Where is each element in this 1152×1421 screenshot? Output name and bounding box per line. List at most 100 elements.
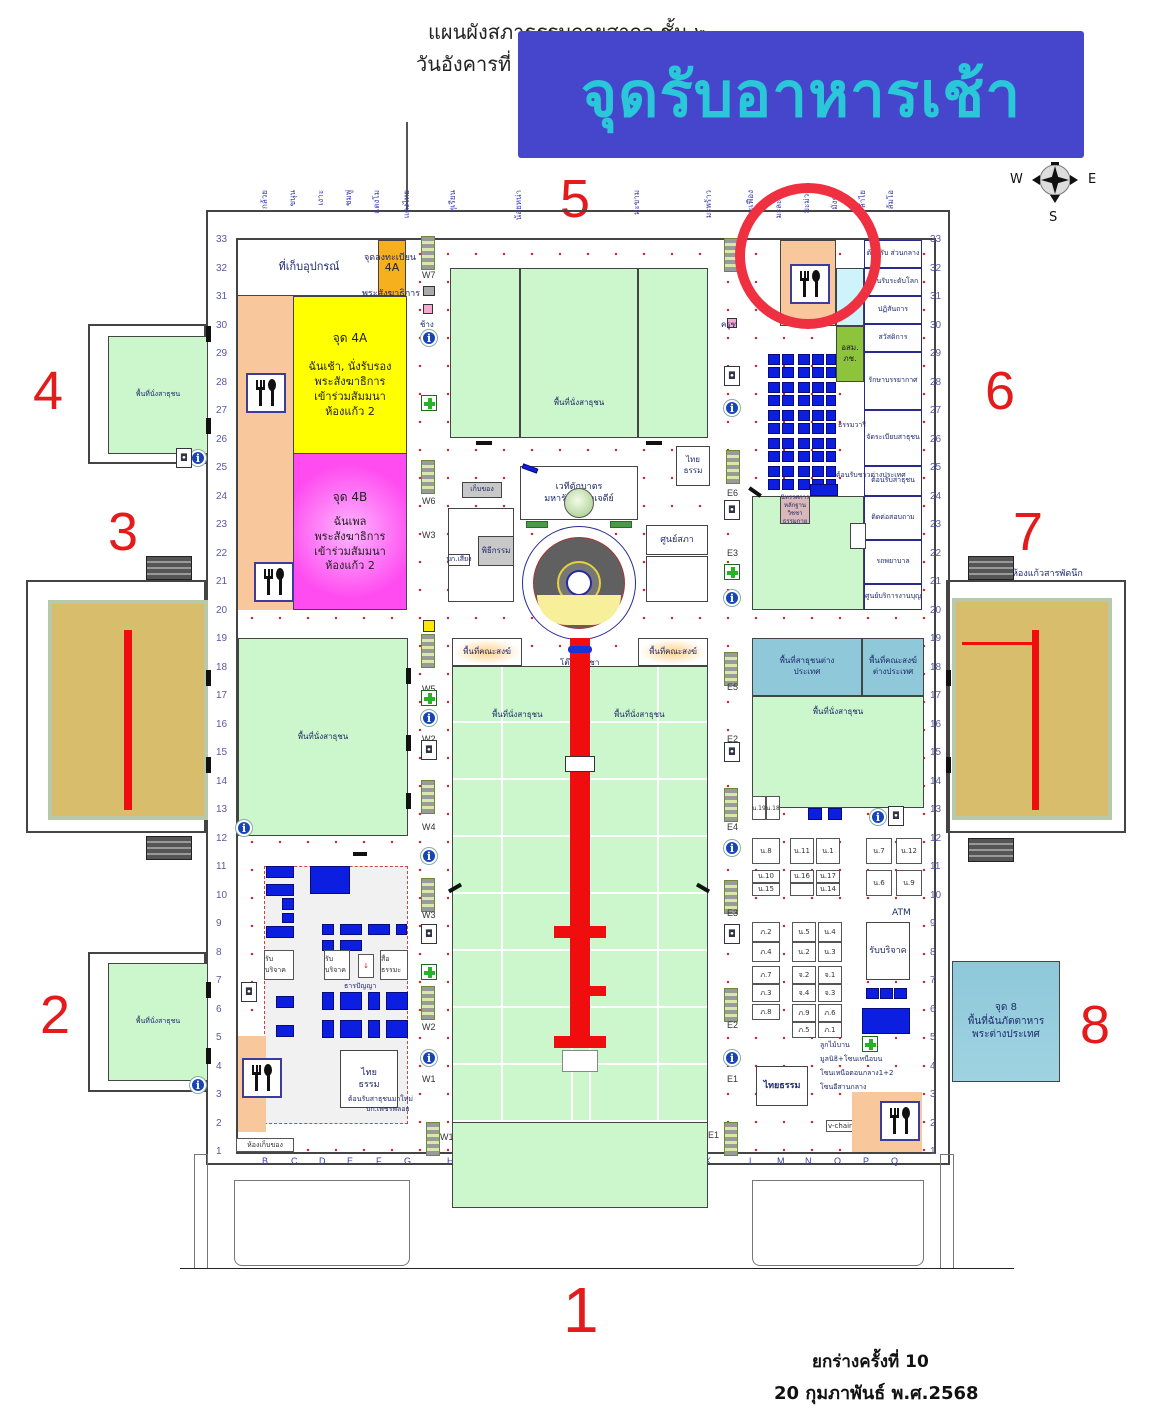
booth[interactable]: จ.4 — [792, 984, 816, 1002]
booth[interactable]: น.8 — [752, 838, 780, 864]
booth[interactable]: จ.1 — [818, 966, 842, 984]
info-icon[interactable]: i — [724, 400, 740, 416]
exhibit-booth[interactable]: นิทรรศการหลักฐานวิชชาธรรมกาย — [780, 494, 810, 525]
service-room[interactable]: รักษาบรรยากาศ — [864, 352, 922, 410]
booth[interactable]: น.6 — [866, 870, 892, 896]
booth[interactable]: ภ.8 — [752, 1004, 780, 1020]
info-icon[interactable]: i — [870, 809, 886, 825]
booth-n19[interactable]: น.19 — [752, 796, 766, 820]
fork-spoon-icon[interactable] — [254, 562, 294, 602]
media-booth[interactable]: สื่อธรรมะ — [380, 950, 408, 980]
column-name: ทุเรียน — [448, 190, 457, 213]
main-altar-stage[interactable] — [522, 526, 636, 640]
booth[interactable]: น.2 — [792, 942, 816, 962]
seat-block — [782, 451, 794, 462]
v-chair-point[interactable]: v-chair — [826, 1120, 854, 1132]
column-name: แตงไทย — [402, 190, 411, 219]
booth[interactable]: ภ.5 — [792, 1022, 816, 1038]
stairs-icon — [724, 652, 738, 686]
row-number: 31 — [216, 291, 228, 302]
booth[interactable]: น.9 — [896, 870, 922, 896]
council-center-annex — [646, 556, 708, 602]
booth[interactable] — [790, 883, 814, 896]
info-icon[interactable]: i — [724, 840, 740, 856]
gate-w1: W1 — [440, 1132, 454, 1142]
info-icon[interactable]: i — [724, 590, 740, 606]
booth[interactable]: น.15 — [752, 883, 780, 896]
seat-block — [386, 992, 408, 1010]
gate-w3: W3 — [422, 910, 436, 920]
booth[interactable]: น.3 — [818, 942, 842, 962]
service-room[interactable]: ติดต่อสอบถาม — [864, 496, 922, 540]
gate-e4: E4 — [727, 822, 739, 832]
info-icon[interactable]: i — [724, 1050, 740, 1066]
booth[interactable]: ภ.2 — [752, 922, 780, 942]
booth[interactable]: น.14 — [816, 883, 840, 896]
info-icon[interactable]: i — [190, 450, 206, 466]
booth[interactable]: น.1 — [816, 838, 840, 864]
fork-spoon-icon[interactable] — [242, 1058, 282, 1098]
donation-booth-right[interactable]: รับบริจาค — [866, 922, 910, 980]
sound-label: บก.เสียง — [446, 555, 472, 564]
point-8-foreign-monk-dining[interactable]: จุด 8 พื้นที่ฉันภัตตาหาร พระต่างประเทศ — [952, 961, 1060, 1082]
booth[interactable]: จ.2 — [792, 966, 816, 984]
service-room[interactable]: สวัสดิการ — [864, 324, 922, 352]
booth[interactable]: ภ.7 — [752, 966, 780, 984]
center-red-carpet — [570, 638, 590, 1048]
booth[interactable]: น.5 — [792, 922, 816, 942]
seat-block — [782, 438, 794, 449]
info-icon[interactable]: i — [421, 1050, 437, 1066]
highlight-circle — [735, 183, 881, 329]
booth[interactable]: น.10 — [752, 870, 780, 883]
column-letter: D — [319, 1156, 326, 1166]
hall-label: ห้องแก้วสารพัดนึก — [1012, 569, 1083, 579]
booth[interactable]: น.12 — [896, 838, 922, 864]
booth[interactable]: น.4 — [818, 922, 842, 942]
info-icon[interactable]: i — [421, 710, 437, 726]
service-room[interactable]: รถพยาบาล — [864, 540, 922, 584]
seat-block — [768, 466, 780, 477]
info-icon[interactable]: i — [421, 848, 437, 864]
service-room[interactable]: ต้อนรับสาธุชน — [864, 466, 922, 496]
bag-room[interactable]: ห้องเก็บของ — [236, 1138, 294, 1152]
booth[interactable]: ภ.9 — [792, 1004, 816, 1022]
donation-booth-1[interactable]: รับบริจาค — [264, 950, 294, 980]
service-room[interactable]: จัดระเบียบสาธุชน — [864, 410, 922, 466]
booth[interactable]: ภ.3 — [752, 984, 780, 1002]
row-number: 3 — [216, 1089, 222, 1100]
floor-plan-date-line: วันอังคารที่ — [416, 52, 512, 76]
fork-spoon-icon[interactable] — [880, 1101, 920, 1141]
point-4b-lunch-area[interactable]: จุด 4B ฉันเพล พระสังฆาธิการ เข้าร่วมสัมม… — [293, 453, 407, 610]
divider-line — [406, 122, 408, 210]
council-center[interactable]: ศูนย์สภา — [646, 525, 708, 555]
service-room[interactable]: ศูนย์บริการงานบุญ — [864, 584, 922, 610]
left-hall-red-carpet — [124, 630, 132, 810]
booth[interactable]: น.17 — [816, 870, 840, 883]
service-room[interactable]: ปฏิสันถาร — [864, 296, 922, 324]
donation-booth-2[interactable]: รับบริจาค — [324, 950, 350, 980]
booth[interactable]: น.16 — [790, 870, 814, 883]
booth[interactable]: ภ.6 — [818, 1004, 842, 1022]
alms-stage-label: เวทีตักบาตร — [555, 481, 603, 492]
booth[interactable]: จ.3 — [818, 984, 842, 1002]
thai-dhamma-booth-right[interactable]: ไทยธรรม — [756, 1066, 808, 1106]
info-icon[interactable]: i — [236, 820, 252, 836]
info-icon[interactable]: i — [421, 330, 437, 346]
booth[interactable]: ภ.1 — [818, 1022, 842, 1038]
seat-block — [276, 1025, 294, 1037]
point-4a-breakfast-area[interactable]: จุด 4A ฉันเช้า, นั่งรับรอง พระสังฆาธิการ… — [293, 296, 407, 454]
seat-block — [340, 924, 362, 935]
booth[interactable]: น.7 — [866, 838, 892, 864]
booth[interactable]: น.11 — [790, 838, 814, 864]
foreign-reception-label: ต้อนรับชาวต่างประเทศ — [836, 471, 906, 479]
fork-spoon-icon[interactable] — [246, 373, 286, 413]
booth-n18[interactable]: น.18 — [766, 796, 780, 820]
registration-4a[interactable]: 4A — [378, 240, 406, 296]
info-icon[interactable]: i — [190, 1077, 206, 1093]
booth[interactable]: ภ.4 — [752, 942, 780, 962]
thai-dhamma-booth-left[interactable]: ไทย ธรรม — [340, 1050, 398, 1108]
row-number: 23 — [216, 519, 228, 530]
thai-dhamma-booth-center[interactable]: ไทย ธรรม — [676, 446, 710, 486]
wing-4-seating-area: พื้นที่นั่งสาธุชน — [108, 336, 208, 454]
down-arrow-icon: ↓ — [358, 954, 374, 978]
